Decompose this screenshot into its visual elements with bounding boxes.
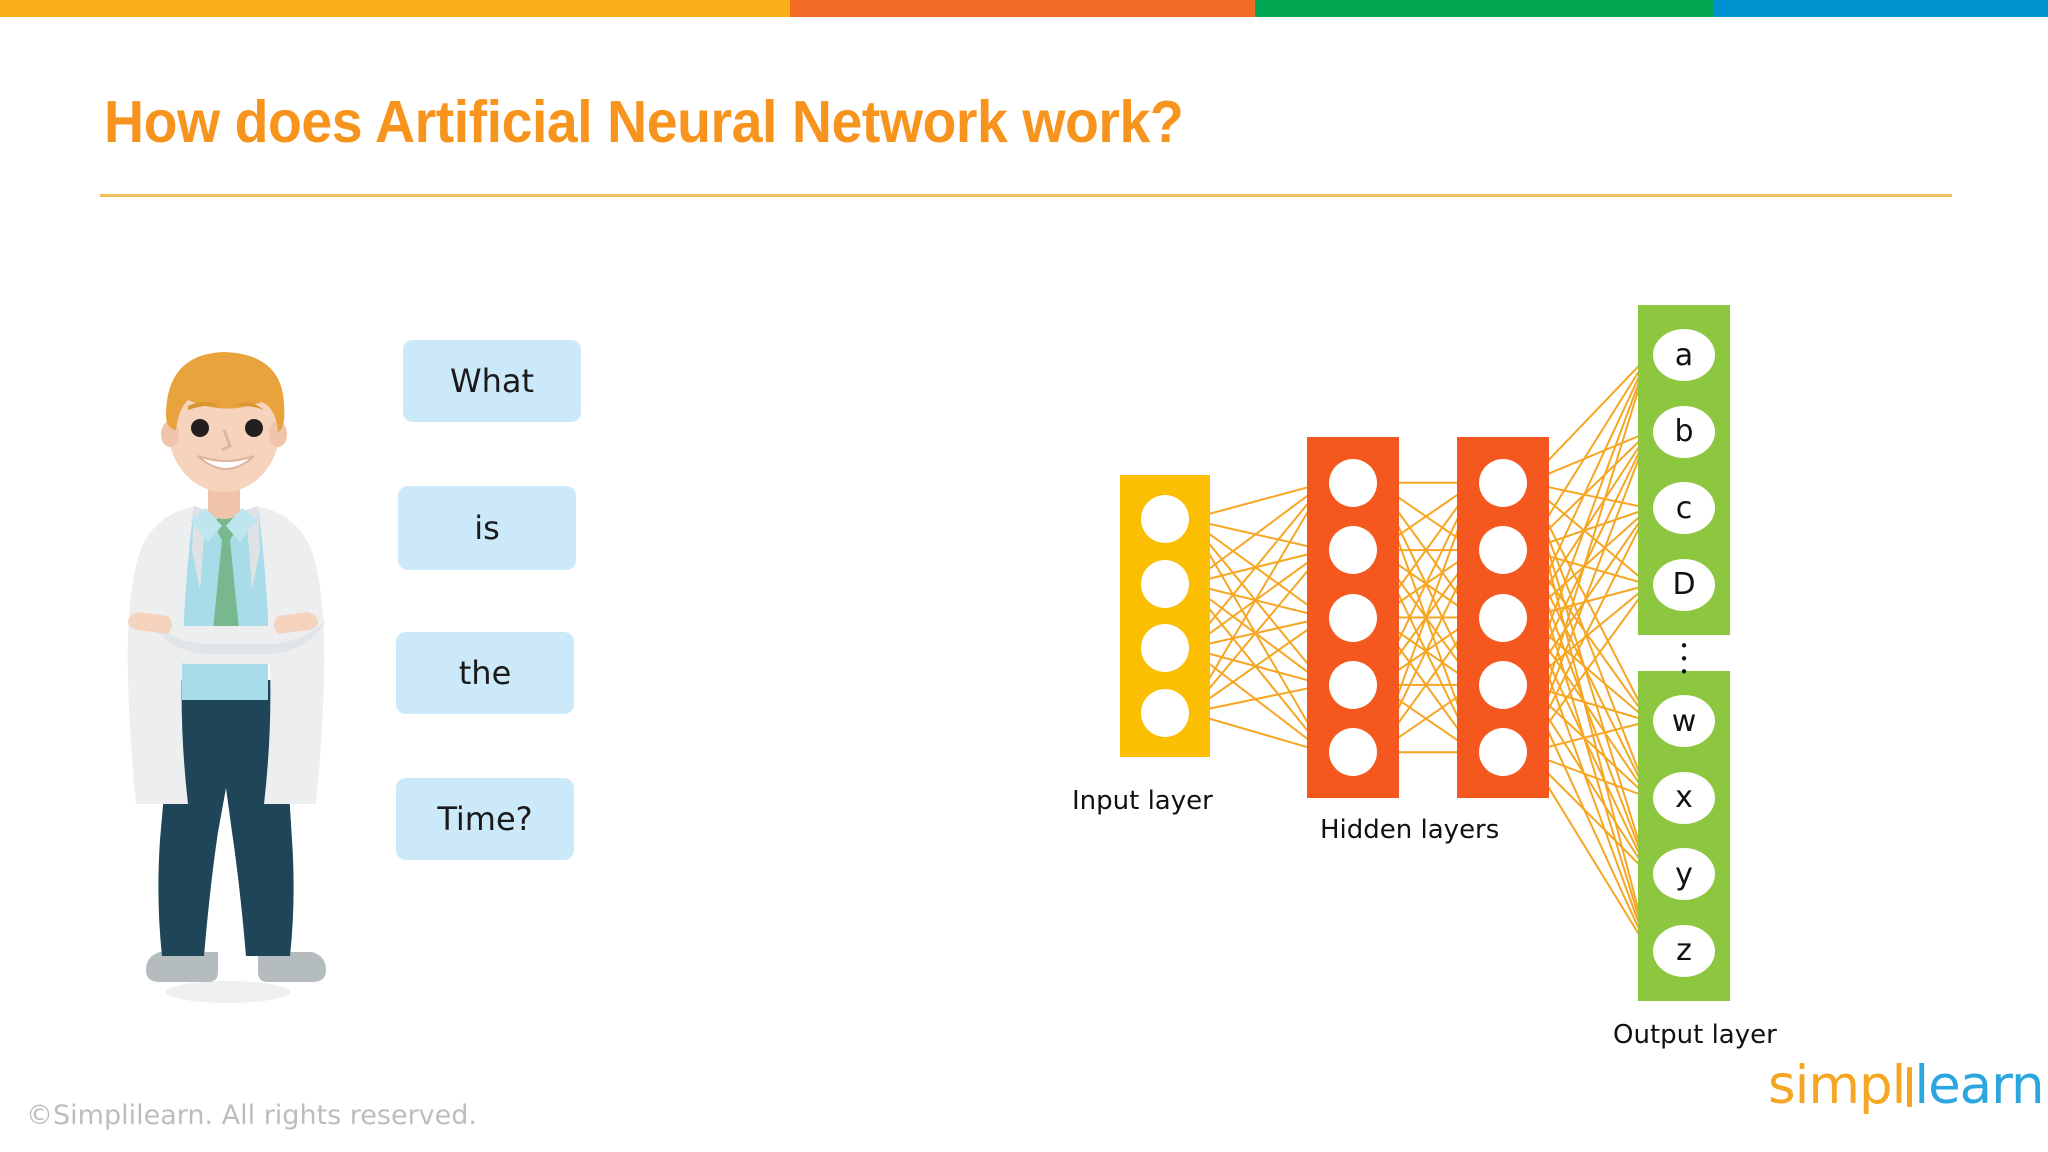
node-hidden-1-2 xyxy=(1329,526,1377,575)
copyright-text: ©Simplilearn. All rights reserved. xyxy=(26,1100,477,1131)
node-hidden-2-4 xyxy=(1479,660,1527,709)
logo-i-stem xyxy=(1907,1067,1913,1107)
node-input-4 xyxy=(1141,688,1189,737)
logo-part-one: simpl xyxy=(1768,1055,1906,1116)
node-output-top-4: D xyxy=(1653,558,1715,611)
top-color-bar xyxy=(0,0,2048,17)
node-output-top-1: a xyxy=(1653,329,1715,382)
node-input-3 xyxy=(1141,624,1189,673)
node-output-bottom-2: x xyxy=(1653,771,1715,824)
topbar-segment-amber xyxy=(0,0,790,17)
node-input-2 xyxy=(1141,559,1189,608)
topbar-segment-green xyxy=(1255,0,1713,17)
question-bubble-1: What xyxy=(403,340,581,422)
node-output-top-3: c xyxy=(1653,482,1715,535)
node-hidden-2-3 xyxy=(1479,593,1527,642)
layer-label-input: Input layer xyxy=(1072,786,1213,816)
question-bubble-2: is xyxy=(398,486,576,570)
node-output-top-2: b xyxy=(1653,405,1715,458)
output-layer-ellipsis: ••• xyxy=(1679,637,1689,681)
node-output-bottom-4: z xyxy=(1653,924,1715,977)
layer-label-hidden-1: Hidden layers xyxy=(1320,815,1500,845)
node-hidden-1-1 xyxy=(1329,458,1377,507)
node-hidden-1-4 xyxy=(1329,660,1377,709)
page-title: How does Artificial Neural Network work? xyxy=(104,89,1184,155)
node-hidden-2-5 xyxy=(1479,728,1527,777)
node-output-bottom-1: w xyxy=(1653,695,1715,748)
topbar-segment-blue xyxy=(1713,0,2048,17)
topbar-segment-orange xyxy=(790,0,1255,17)
node-input-1 xyxy=(1141,495,1189,544)
node-output-bottom-3: y xyxy=(1653,848,1715,901)
title-divider xyxy=(100,194,1952,197)
question-bubble-4: Time? xyxy=(396,778,574,860)
node-hidden-2-2 xyxy=(1479,526,1527,575)
layer-label-output-top: Output layer xyxy=(1613,1020,1777,1050)
node-hidden-1-5 xyxy=(1329,728,1377,777)
node-hidden-2-1 xyxy=(1479,458,1527,507)
node-hidden-1-3 xyxy=(1329,593,1377,642)
question-bubble-3: the xyxy=(396,632,574,714)
logo-part-two: learn xyxy=(1914,1055,2044,1116)
scientist-illustration xyxy=(108,330,338,1010)
scientist-svg xyxy=(127,352,326,1003)
